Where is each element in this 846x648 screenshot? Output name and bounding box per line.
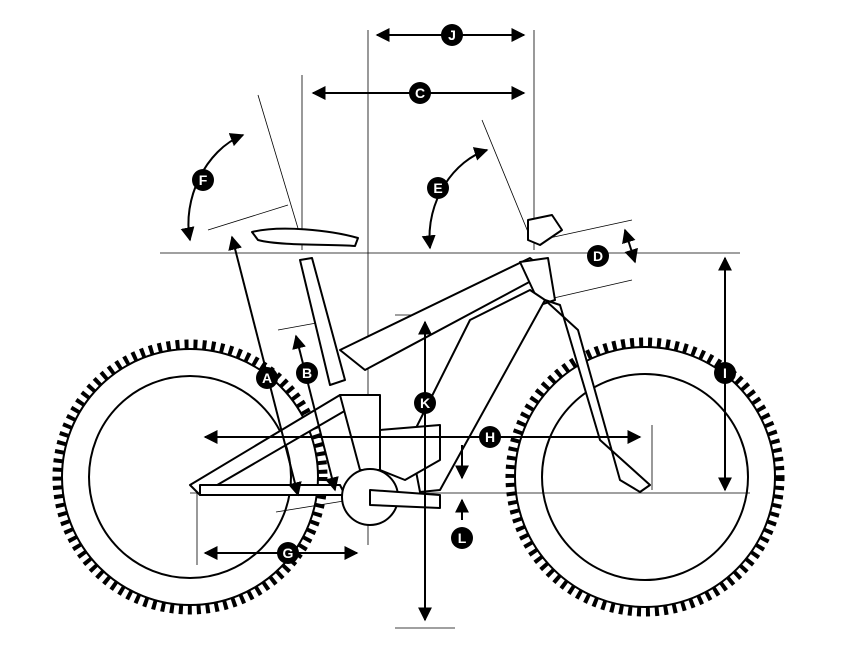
label-k: K bbox=[414, 392, 436, 414]
label-h: H bbox=[479, 426, 501, 448]
svg-text:G: G bbox=[283, 545, 294, 561]
label-f: F bbox=[192, 169, 214, 191]
front-wheel bbox=[505, 337, 785, 617]
svg-text:K: K bbox=[420, 395, 430, 411]
label-d: D bbox=[587, 245, 609, 267]
svg-text:B: B bbox=[302, 365, 312, 381]
svg-text:D: D bbox=[593, 248, 603, 264]
dim-a-arrow bbox=[228, 235, 302, 497]
svg-text:A: A bbox=[262, 370, 272, 386]
svg-text:E: E bbox=[433, 180, 442, 196]
dim-b-arrow bbox=[292, 334, 339, 492]
label-j: J bbox=[441, 24, 463, 46]
label-g: G bbox=[277, 542, 299, 564]
svg-text:C: C bbox=[415, 85, 425, 101]
svg-text:F: F bbox=[199, 172, 208, 188]
dim-d-arrow bbox=[622, 228, 638, 264]
label-a: A bbox=[256, 367, 278, 389]
rear-wheel bbox=[52, 339, 328, 615]
label-b: B bbox=[296, 362, 318, 384]
label-c: C bbox=[409, 82, 431, 104]
label-i: I bbox=[714, 362, 736, 384]
label-l: L bbox=[451, 527, 473, 549]
svg-text:L: L bbox=[458, 530, 467, 546]
label-e: E bbox=[427, 177, 449, 199]
svg-text:J: J bbox=[448, 27, 456, 43]
svg-text:H: H bbox=[485, 429, 495, 445]
svg-text:I: I bbox=[723, 365, 727, 381]
dim-e-arrow bbox=[421, 147, 489, 250]
